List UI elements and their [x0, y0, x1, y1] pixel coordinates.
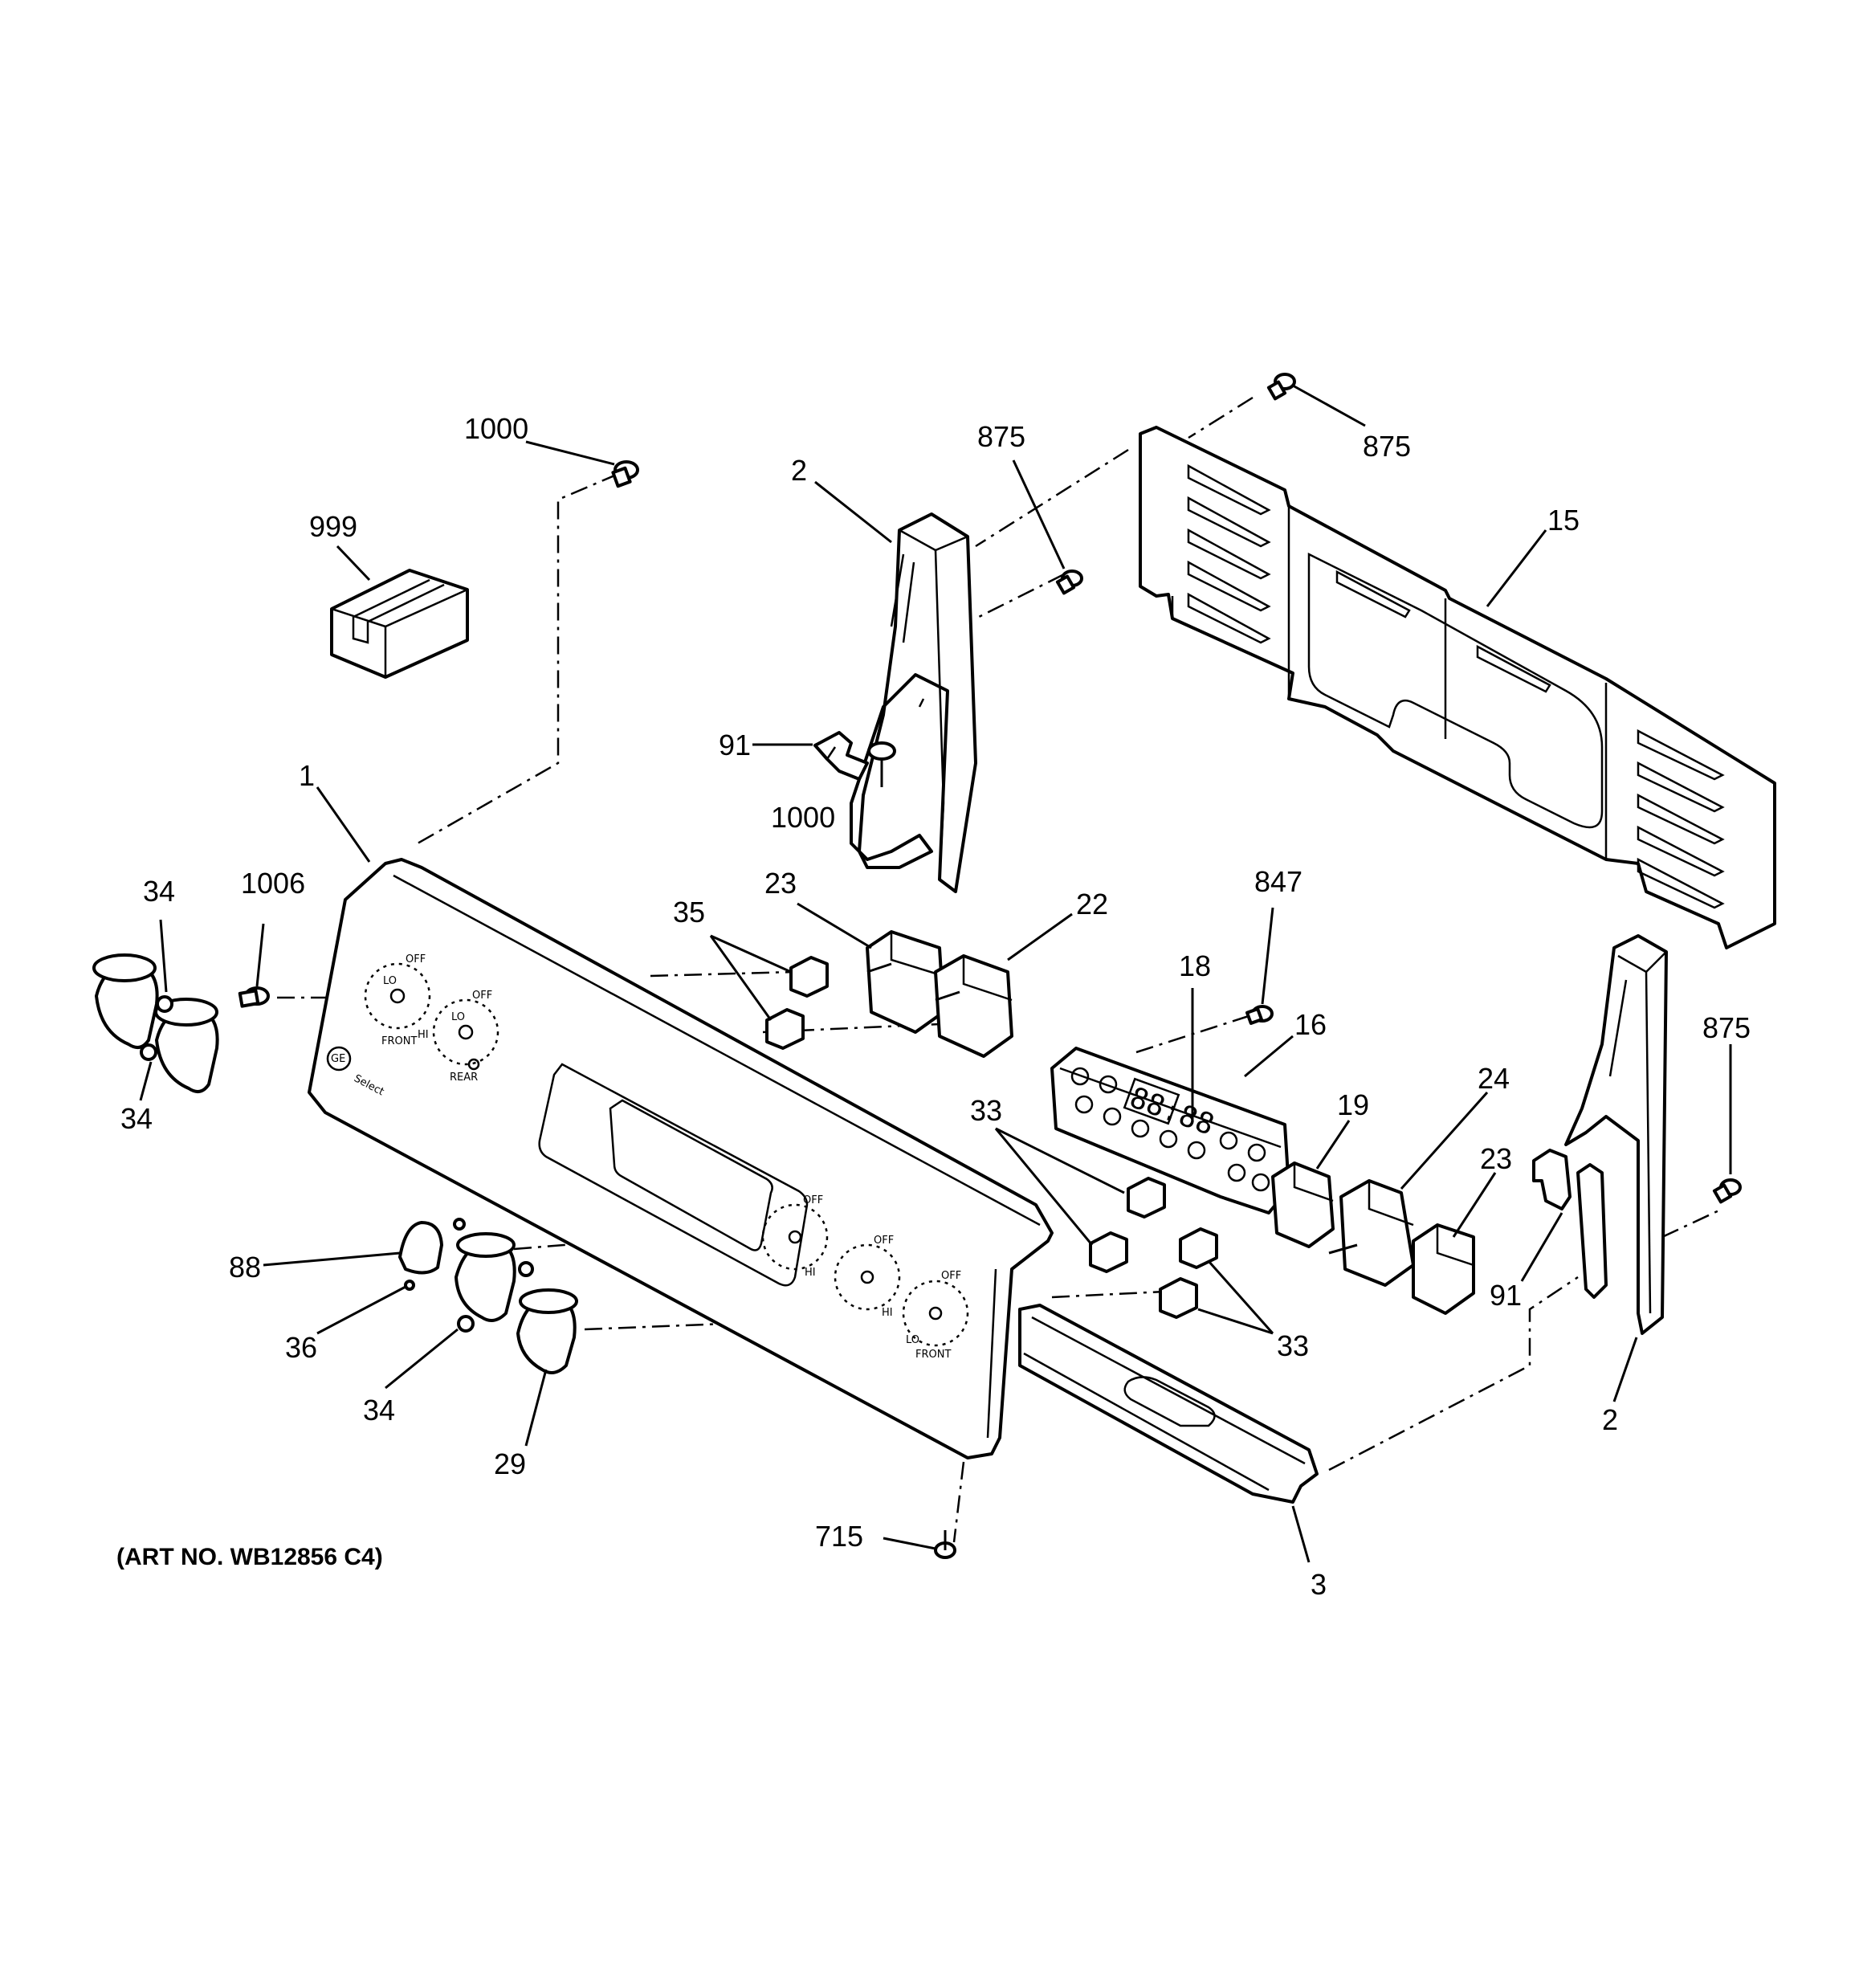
leader-lines	[139, 384, 1732, 1563]
clock-control-16: 88:88	[1050, 1047, 1290, 1214]
label-2-right: 2	[1602, 1403, 1618, 1436]
screw-875-mid	[1055, 569, 1083, 595]
label-875-mid: 875	[977, 420, 1025, 453]
label-34-lower: 34	[363, 1394, 395, 1427]
label-91-right: 91	[1490, 1279, 1522, 1312]
front-mark-1: FRONT	[381, 1035, 417, 1047]
label-35: 35	[673, 896, 705, 929]
screw-847	[1245, 1005, 1274, 1025]
label-22: 22	[1076, 888, 1108, 921]
lo-mark-1: LO	[383, 975, 397, 987]
front-mark-2: FRONT	[915, 1349, 951, 1361]
label-19: 19	[1337, 1088, 1369, 1121]
off-mark-5: OFF	[941, 1270, 961, 1282]
dial-left-front	[364, 962, 431, 1030]
screw-875-top	[1266, 373, 1296, 401]
label-33-top: 33	[970, 1094, 1002, 1127]
label-34-top: 34	[143, 875, 175, 908]
label-3: 3	[1311, 1568, 1327, 1601]
off-mark-2: OFF	[472, 990, 492, 1002]
brand-logo: GE	[331, 1053, 345, 1065]
callout-labels: 1000 999 2 875 875 15 91 1000 1 34 1006 …	[120, 412, 1751, 1601]
switch-22	[934, 954, 1013, 1058]
back-guard-15	[1139, 426, 1776, 949]
dial-left-rear	[432, 998, 499, 1066]
side-trim-right-2	[1564, 934, 1668, 1335]
label-715: 715	[815, 1520, 863, 1553]
lo-mark-3: LO	[906, 1334, 919, 1346]
label-29: 29	[494, 1447, 526, 1480]
infinite-switch-23a	[866, 930, 945, 1034]
infinite-switch-23b	[1412, 1223, 1475, 1315]
label-16: 16	[1294, 1008, 1327, 1041]
label-1006: 1006	[241, 867, 305, 900]
screw-715	[934, 1530, 956, 1559]
label-34-bottom: 34	[120, 1102, 153, 1135]
label-1000-top: 1000	[464, 412, 528, 445]
label-91-left: 91	[719, 729, 751, 761]
label-15: 15	[1547, 504, 1580, 537]
off-mark-3: OFF	[803, 1194, 823, 1206]
screw-875-right	[1712, 1178, 1742, 1204]
lo-mark-2: LO	[451, 1011, 465, 1023]
hi-mark-3: HI	[882, 1307, 893, 1319]
label-24: 24	[1478, 1062, 1510, 1095]
switch-24	[1328, 1179, 1415, 1287]
screw-1000-top	[611, 460, 639, 488]
control-panel-1	[308, 858, 1054, 1459]
screw-1006	[238, 986, 270, 1008]
front-trim-3	[1018, 1304, 1319, 1504]
knobs-lower	[398, 1218, 578, 1374]
label-1000-lower: 1000	[771, 801, 835, 834]
label-18: 18	[1179, 949, 1211, 982]
label-875-top: 875	[1363, 430, 1411, 463]
switch-33	[1089, 1177, 1218, 1319]
switch-19	[1271, 1161, 1335, 1248]
off-mark-1: OFF	[406, 953, 426, 965]
label-847: 847	[1254, 865, 1302, 898]
label-88: 88	[229, 1251, 261, 1284]
label-2-left: 2	[791, 454, 807, 487]
clip-91-right	[1532, 1149, 1572, 1210]
label-33-bottom: 33	[1277, 1329, 1309, 1362]
off-mark-4: OFF	[874, 1235, 894, 1247]
label-23-left: 23	[764, 867, 797, 900]
knobs-left-34	[92, 953, 219, 1093]
hi-mark-2: HI	[805, 1267, 816, 1279]
clip-91-left	[813, 731, 869, 781]
rear-mark: REAR	[450, 1072, 478, 1084]
switch-35	[765, 956, 829, 1050]
side-trim-left-2	[850, 512, 977, 893]
art-number: (ART NO. WB12856 C4)	[116, 1544, 383, 1570]
screw-1000-lower	[867, 741, 896, 779]
label-999: 999	[309, 510, 357, 543]
label-1: 1	[299, 759, 315, 792]
label-23-right: 23	[1480, 1142, 1512, 1175]
parts-box-999	[330, 569, 469, 679]
hi-mark-1: HI	[418, 1029, 429, 1041]
label-875-right: 875	[1702, 1011, 1751, 1044]
label-36: 36	[285, 1331, 317, 1364]
